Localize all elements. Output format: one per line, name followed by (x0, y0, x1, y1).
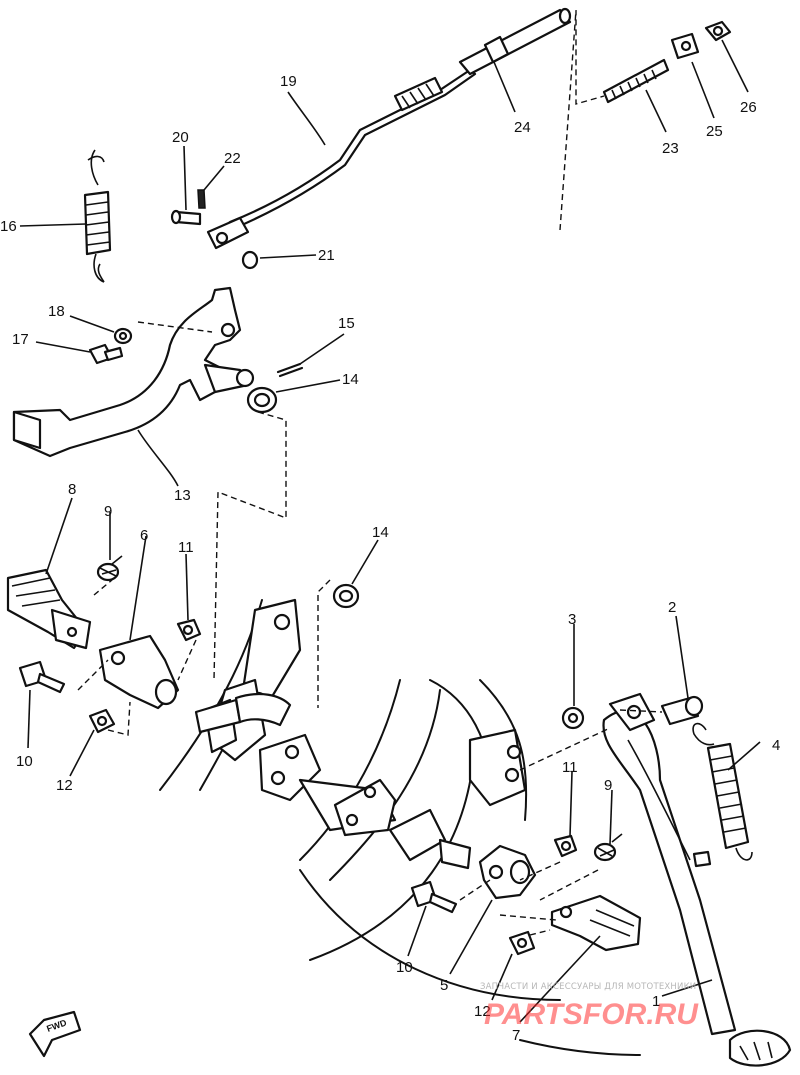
label-part-21: 21 (318, 247, 335, 264)
right-footrest-bracket (478, 844, 537, 900)
forward-direction-arrow: FWD (28, 1010, 82, 1058)
brake-rod (214, 68, 477, 244)
label-part-15: 15 (338, 315, 355, 332)
label-part-4: 4 (772, 737, 780, 754)
sidestand-bolt (660, 695, 704, 726)
brake-pedal (12, 286, 255, 458)
label-part-26: 26 (740, 99, 757, 116)
nut-left-12 (88, 708, 116, 734)
label-part-14-upper: 14 (342, 371, 359, 388)
frame-outline (159, 599, 641, 1056)
label-part-12-right: 12 (474, 1003, 491, 1020)
label-part-13: 13 (174, 487, 191, 504)
label-part-22: 22 (224, 150, 241, 167)
label-part-20: 20 (172, 129, 189, 146)
label-part-6: 6 (140, 527, 148, 544)
label-part-25: 25 (706, 123, 723, 140)
bolt-left-10 (18, 660, 66, 694)
assembly-lines (77, 9, 663, 936)
label-part-11-right: 11 (562, 759, 578, 776)
frame-mount-plates (203, 598, 527, 870)
label-part-5: 5 (440, 977, 448, 994)
pedal-washer (113, 327, 133, 345)
footrest-spring-right (593, 833, 623, 862)
nut-left-11 (176, 618, 202, 642)
spring-pin (197, 189, 206, 209)
label-part-9-right: 9 (604, 777, 612, 794)
label-part-3: 3 (568, 611, 576, 628)
right-footrest (550, 894, 642, 952)
clevis-cotter (241, 250, 259, 270)
sidestand-collar (561, 706, 585, 730)
label-part-11-left: 11 (178, 539, 194, 556)
oil-seal-lower (332, 583, 360, 609)
label-part-2: 2 (668, 599, 676, 616)
part-number-labels: 19 24 23 25 26 20 22 21 16 18 17 15 14 1… (0, 73, 780, 1044)
label-part-18: 18 (48, 303, 65, 320)
rod-extension (458, 7, 572, 76)
label-part-14-lower: 14 (372, 524, 389, 541)
left-footrest (6, 568, 92, 650)
bolt-right-10 (410, 880, 458, 914)
label-part-10-left: 10 (16, 753, 33, 770)
nut-right-12 (508, 930, 536, 956)
label-part-17: 17 (12, 331, 29, 348)
label-part-19: 19 (280, 73, 297, 90)
watermark-logo: PARTSFOR.RU (484, 998, 699, 1031)
cotter-pin (276, 362, 304, 378)
oil-seal-upper (246, 386, 278, 414)
label-part-8: 8 (68, 481, 76, 498)
left-footrest-bracket (98, 634, 180, 710)
label-part-10-right: 10 (396, 959, 413, 976)
label-part-7: 7 (512, 1027, 520, 1044)
watermark-caption: ЗАПЧАСТИ И АКСЕССУАРЫ ДЛЯ МОТОТЕХНИКИ (480, 982, 696, 992)
sidestand-spring (692, 722, 753, 868)
label-part-24: 24 (514, 119, 531, 136)
pedal-bolt (88, 343, 124, 365)
wing-nut (704, 20, 732, 42)
sidestand (602, 692, 792, 1067)
adjuster-joint (670, 32, 700, 60)
label-part-23: 23 (662, 140, 679, 157)
pedal-shaft (194, 692, 292, 734)
clevis-pin (170, 209, 202, 226)
nut-right-11 (553, 834, 578, 858)
watermark: ЗАПЧАСТИ И АКСЕССУАРЫ ДЛЯ МОТОТЕХНИКИ PA… (480, 982, 699, 1031)
label-part-16: 16 (0, 218, 17, 235)
clevis (206, 216, 250, 250)
return-spring (83, 149, 112, 283)
label-part-1: 1 (652, 993, 660, 1010)
label-part-12-left: 12 (56, 777, 73, 794)
label-leaders (19, 39, 761, 1023)
adjuster-spring (602, 58, 670, 104)
footrest-spring-left (96, 555, 123, 582)
label-part-9-left: 9 (104, 503, 112, 520)
